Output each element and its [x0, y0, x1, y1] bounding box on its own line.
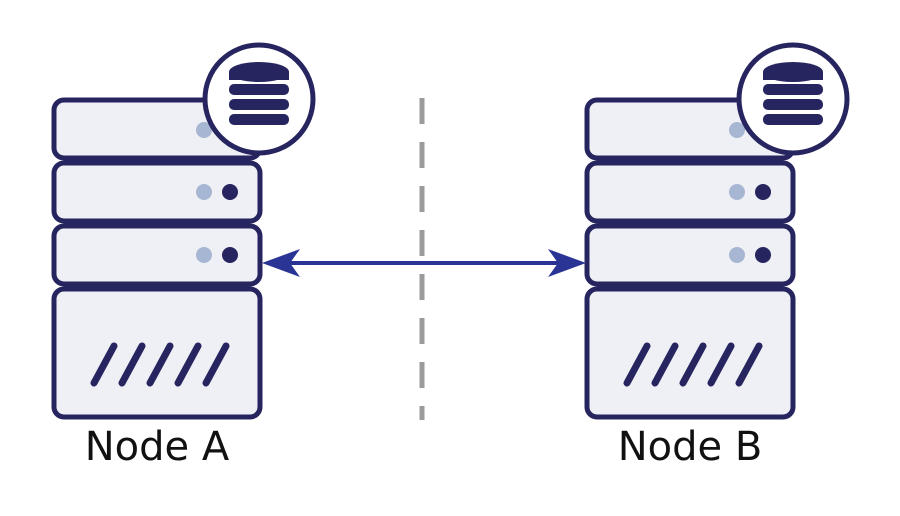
node-a-label: Node A — [84, 424, 230, 470]
arrow-head-left-icon — [262, 249, 300, 277]
arrow-head-right-icon — [548, 249, 586, 277]
bidirectional-arrow — [262, 249, 586, 277]
database-icon-node-b — [739, 45, 847, 153]
server-stack-node-a — [54, 100, 260, 417]
server-stack-node-b — [587, 100, 793, 417]
node-b-label: Node B — [617, 424, 763, 470]
database-icon-node-a — [205, 45, 313, 153]
